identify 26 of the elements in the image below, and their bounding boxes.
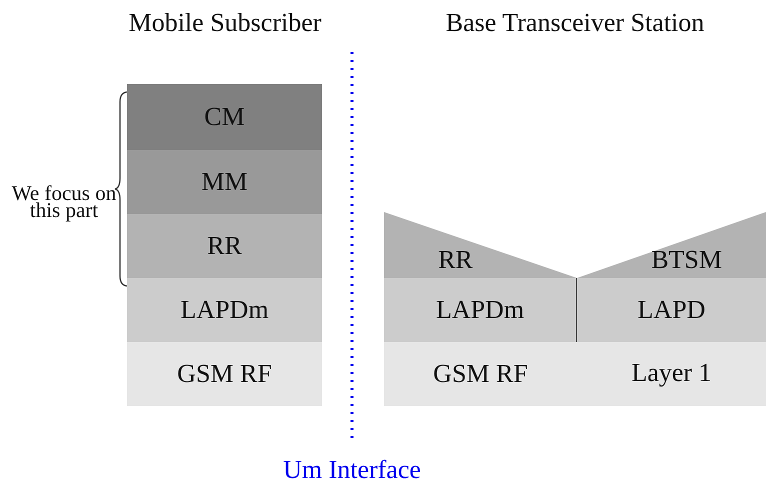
layer-name: Layer 1	[631, 360, 712, 386]
protocol-layer-block	[127, 150, 322, 214]
layer-name: GSM RF	[433, 361, 528, 387]
protocol-layer-block	[384, 342, 577, 406]
protocol-layer-block	[384, 278, 577, 342]
protocol-layer-block	[127, 214, 322, 278]
column-heading: Base Transceiver Station	[446, 10, 704, 36]
layer-name: MM	[201, 169, 248, 195]
protocol-layer-block	[127, 278, 322, 342]
protocol-layer-block	[384, 212, 577, 278]
protocol-layer-block	[127, 342, 322, 406]
layer-name: LAPD	[638, 297, 706, 323]
column-heading: Mobile Subscriber	[128, 10, 322, 36]
layer-name: RR	[207, 233, 242, 259]
interface-name: Um Interface	[283, 457, 421, 483]
layer-name: LAPDm	[436, 297, 524, 323]
layer-name: BTSM	[651, 246, 722, 273]
protocol-layer-block	[577, 342, 766, 406]
protocol-layer-block	[577, 278, 766, 342]
protocol-layer-block	[127, 84, 322, 150]
layer-name: CM	[204, 104, 245, 130]
layer-name: RR	[438, 246, 473, 273]
layer-name: GSM RF	[177, 361, 272, 387]
layer-name: LAPDm	[180, 297, 269, 323]
focus-note: We focus on this part	[10, 185, 118, 219]
protocol-layer-block	[577, 212, 766, 278]
